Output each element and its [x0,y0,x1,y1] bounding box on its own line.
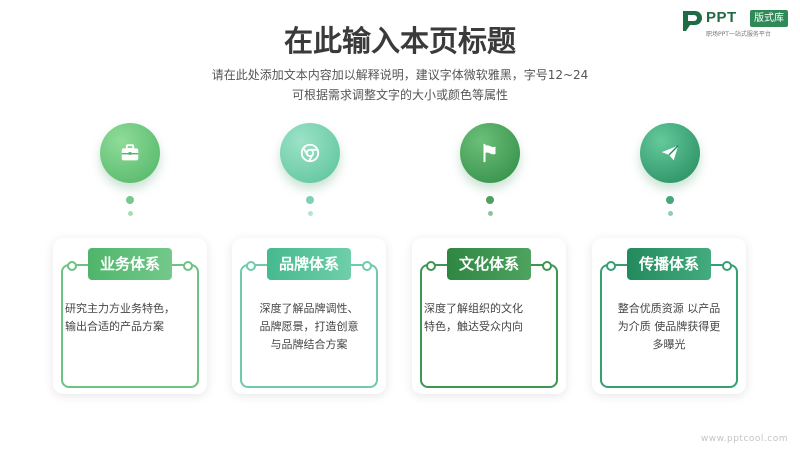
card-title: 业务体系 [87,248,173,280]
item-2-dot-small [308,211,313,216]
card-brand: 品牌体系 深度了解品牌调性、 品牌愿景，打造创意 与品牌结合方案 [232,238,386,394]
item-4-dot-small [668,211,673,216]
card-description: 深度了解品牌调性、 品牌愿景，打造创意 与品牌结合方案 [259,302,359,351]
card-title: 文化体系 [446,248,532,280]
item-2-circle [280,123,340,183]
card-communication: 传播体系 整合优质资源 以产品 为介质 使品牌获得更 多曝光 [592,238,746,394]
logo-mark-icon [683,11,702,31]
card-title: 品牌体系 [266,248,352,280]
card-description: 整合优质资源 以产品 为介质 使品牌获得更 多曝光 [617,302,721,351]
subtitle-line-1: 请在此处添加文本内容加以解释说明，建议字体微软雅黑，字号12~24 [211,68,589,82]
chrome-icon [300,143,320,163]
item-4-dot [666,196,674,204]
flag-icon [483,143,496,163]
item-1-dot [126,196,134,204]
logo-badge: 版式库 [750,10,788,27]
watermark: www.pptcool.com [700,434,788,444]
item-3-circle [460,123,520,183]
item-2-dot [306,196,314,204]
send-icon [661,145,679,161]
briefcase-icon [121,144,139,161]
card-culture: 文化体系 深度了解组织的文化 特色，触达受众内向 [412,238,566,394]
item-4-circle [640,123,700,183]
logo-tagline: 职场PPT一站式服务平台 [706,31,771,38]
card-business: 业务体系 研究主力方业务特色， 输出合适的产品方案 [53,238,207,394]
brand-logo: PPT 版式库 职场PPT一站式服务平台 [680,8,796,38]
card-description: 研究主力方业务特色， 输出合适的产品方案 [65,302,175,333]
logo-ppt-text: PPT [706,9,737,26]
item-1-dot-small [128,211,133,216]
item-1-circle [100,123,160,183]
item-3-dot-small [488,211,493,216]
card-description: 深度了解组织的文化 特色，触达受众内向 [424,302,523,333]
item-3-dot [486,196,494,204]
card-title: 传播体系 [626,248,712,280]
subtitle-line-2: 可根据需求调整文字的大小或颜色等属性 [291,88,508,102]
page-title: 在此输入本页标题 [283,24,516,58]
